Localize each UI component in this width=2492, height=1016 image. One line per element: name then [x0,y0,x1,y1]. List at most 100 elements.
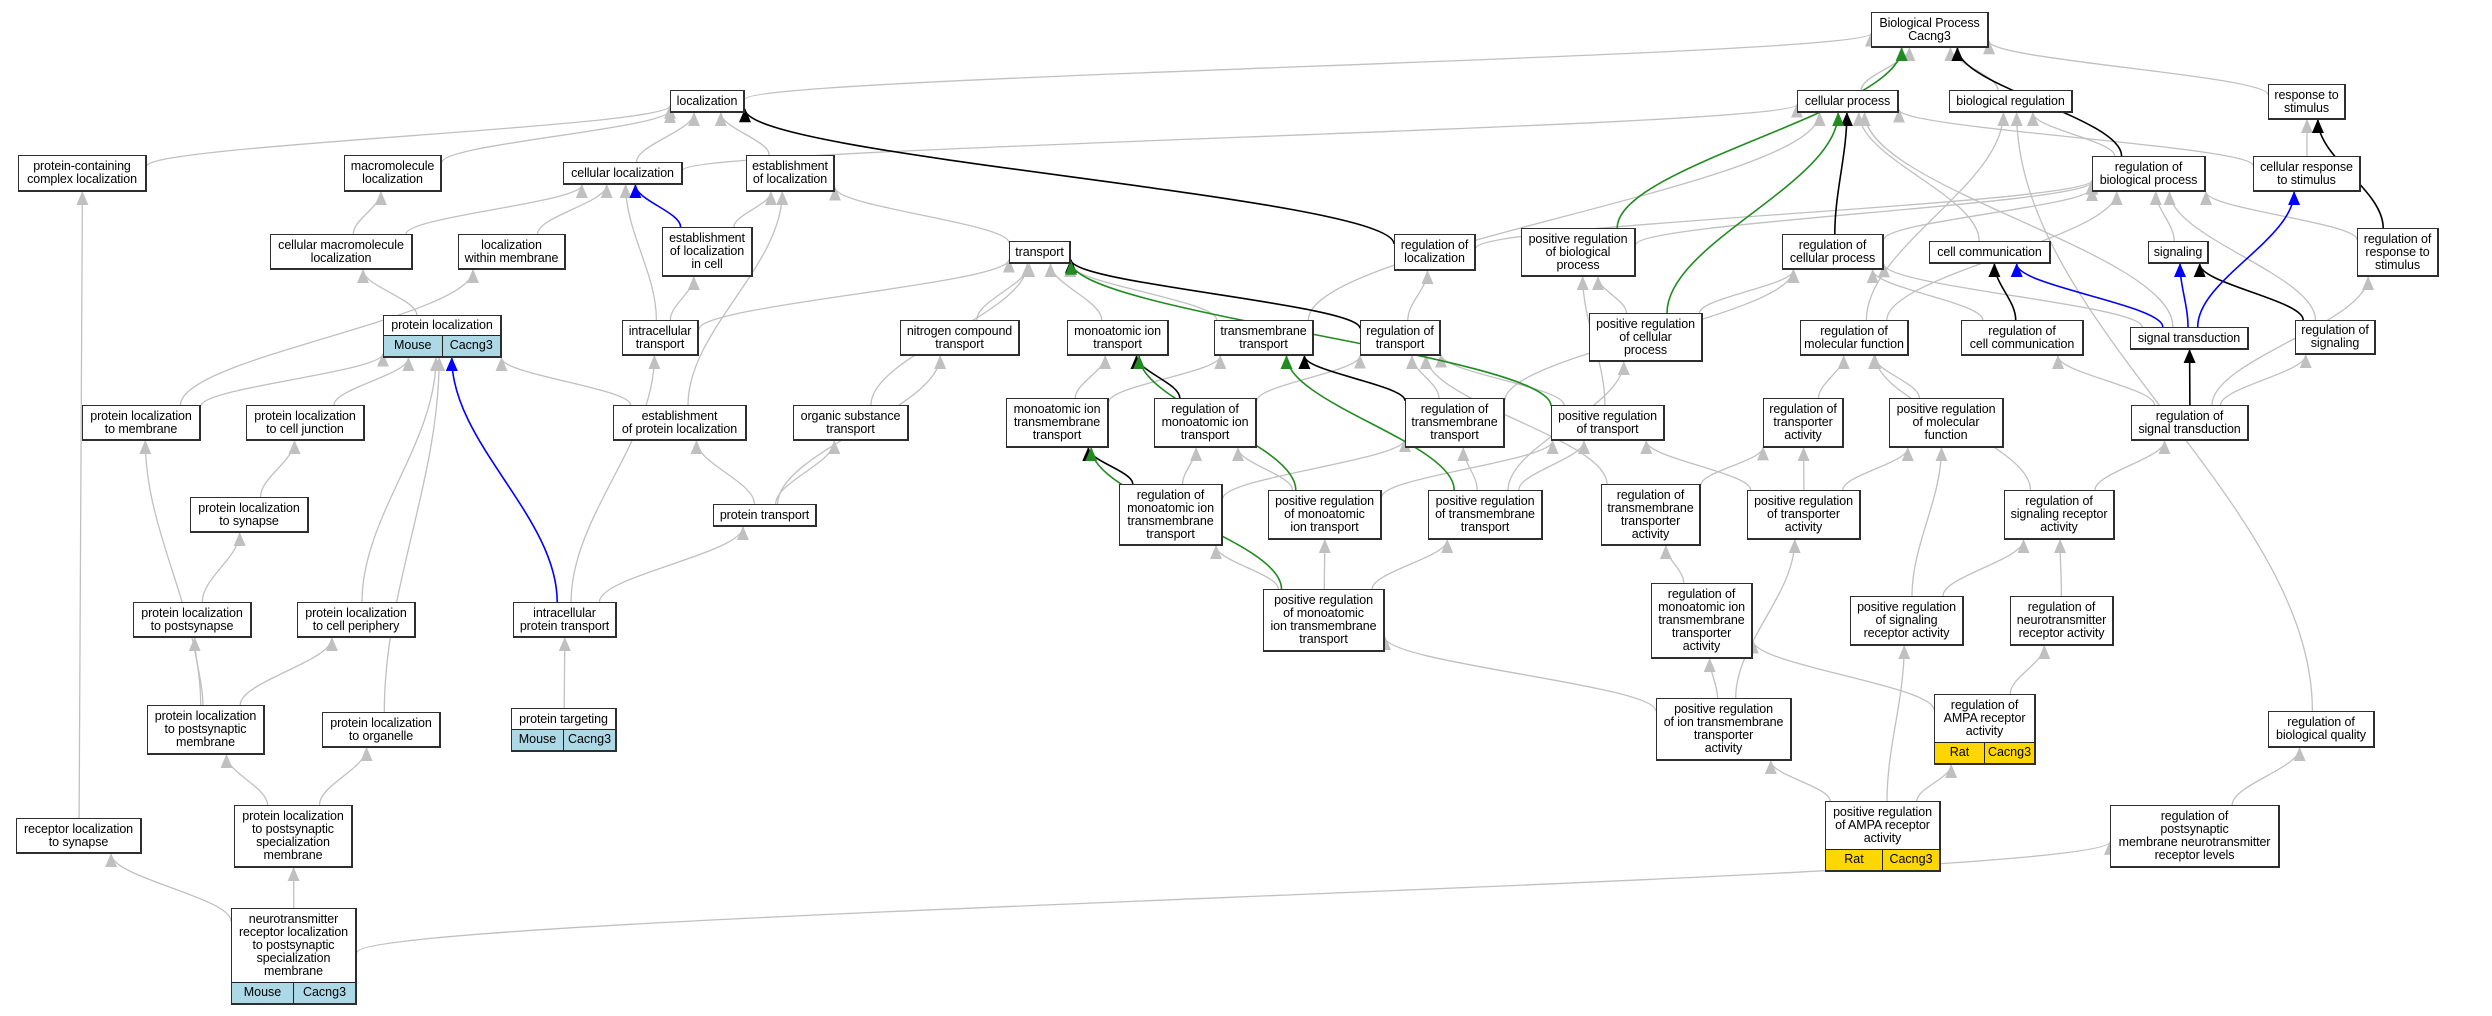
go-term-node[interactable]: regulation of signaling receptor activit… [2004,490,2115,540]
go-term-node[interactable]: positive regulation of ion transmembrane… [1656,698,1792,761]
go-term-node[interactable]: cell communication [1929,241,2051,264]
go-term-node[interactable]: signaling [2148,241,2209,264]
go-term-node[interactable]: regulation of cellular process [1782,234,1884,270]
go-term-node[interactable]: protein localization to cell periphery [297,602,416,638]
go-term-node[interactable]: nitrogen compound transport [900,320,1020,356]
go-term-label: positive regulation of cellular process [1596,316,1695,357]
go-term-node[interactable]: regulation of biological process [2092,156,2206,192]
edge-regulates [1065,258,1361,329]
go-term-label: regulation of molecular function [1804,323,1904,351]
go-term-node[interactable]: positive regulation of transport [1551,405,1665,441]
go-term-node[interactable]: protein localization to synapse [190,497,309,533]
edge-is-a [687,191,789,406]
edge-is-a [1886,645,1911,802]
go-term-node[interactable]: positive regulation of monoatomic ion tr… [1263,589,1385,652]
go-term-label: nitrogen compound transport [906,323,1013,351]
go-term-node[interactable]: protein localization to postsynaptic mem… [147,705,265,755]
go-term-node[interactable]: protein localization to cell junction [246,405,365,441]
edge-is-a [179,269,479,406]
go-term-node[interactable]: regulation of transport [1360,320,1441,356]
go-term-node[interactable]: transport [1009,241,1071,264]
go-term-node[interactable]: protein localization to organelle [322,712,441,748]
go-term-label: transport [1015,244,1064,259]
go-term-node[interactable]: cellular response to stimulus [2253,156,2361,192]
go-term-node[interactable]: localization [670,90,745,113]
go-term-node[interactable]: regulation of neurotransmitter receptor … [2010,596,2114,646]
go-term-node[interactable]: cellular localization [563,162,683,185]
species-tag: Mouse [384,336,442,356]
go-term-node[interactable]: intracellular protein transport [513,602,617,638]
go-term-label: regulation of localization [1400,238,1469,265]
go-term-node[interactable]: regulation of transmembrane transporter … [1601,484,1701,546]
edge-is-a [1878,263,2143,328]
go-term-node[interactable]: intracellular transport [622,320,699,356]
edge-is-a [2052,355,2156,406]
go-term-node[interactable]: regulation of localization [1394,234,1476,271]
go-term-node[interactable]: positive regulation of cellular process [1589,313,1703,362]
edge-is-a [441,109,676,163]
go-term-node[interactable]: signal transduction [2130,327,2249,350]
go-term-node[interactable]: regulation of postsynaptic membrane neur… [2110,805,2280,868]
go-term-label: regulation of transmembrane transporter … [1607,487,1694,541]
edge-regulates [1298,355,1406,402]
go-term-node[interactable]: localization within membrane [458,234,566,270]
go-term-node[interactable]: regulation of cell communication [1961,320,2084,356]
go-term-node[interactable]: protein localization to postsynaptic spe… [234,805,353,868]
go-term-node[interactable]: positive regulation of transporter activ… [1747,490,1861,540]
go-term-node[interactable]: macromolecule localization [344,155,442,192]
edge-is-a [1983,40,2269,96]
go-term-node[interactable]: positive regulation of signaling recepto… [1850,596,1964,646]
go-term-node[interactable]: regulation of monoatomic ion transmembra… [1119,484,1223,546]
go-term-node[interactable]: regulation of transporter activity [1763,398,1844,448]
edge-regulates [1834,112,1853,235]
go-term-node[interactable]: protein localization to postsynapse [133,602,252,638]
go-term-label: monoatomic ion transmembrane transport [1013,402,1101,442]
go-term-node[interactable]: positive regulation of transmembrane tra… [1428,490,1543,540]
go-term-node[interactable]: regulation of monoatomic ion transmembra… [1651,583,1753,659]
go-term-node[interactable]: establishment of localization in cell [662,227,753,277]
edge-positively-regulates [1666,112,1845,314]
go-term-node[interactable]: transmembrane transport [1214,320,1314,356]
root-term-node[interactable]: Biological Process Cacng3 [1871,12,1989,48]
go-term-node[interactable]: regulation of signal transduction [2131,405,2249,441]
go-term-node[interactable]: regulation of transmembrane transport [1405,398,1505,448]
go-term-node[interactable]: regulation of molecular function [1800,320,1909,356]
go-term-node[interactable]: cellular process [1797,90,1899,113]
go-term-node[interactable]: regulation of signaling [2295,320,2376,355]
go-term-node[interactable]: positive regulation of AMPA receptor act… [1825,801,1941,872]
go-term-node[interactable]: monoatomic ion transmembrane transport [1006,398,1109,448]
go-term-node[interactable]: cellular macromolecule localization [270,234,413,270]
go-term-label: positive regulation of monoatomic ion tr… [1275,494,1374,534]
go-term-node[interactable]: receptor localization to synapse [16,818,142,854]
go-term-label: organic substance transport [800,408,901,436]
go-term-node[interactable]: regulation of biological quality [2268,711,2375,748]
edge-is-a [1842,447,1914,491]
edge-is-a [2211,276,2375,406]
edge-is-a [1307,112,1826,321]
edge-is-a [1700,446,1769,486]
go-term-node[interactable]: regulation of response to stimulus [2357,228,2439,277]
go-term-node[interactable]: establishment of localization [746,155,835,192]
go-term-node[interactable]: regulation of monoatomic ion transport [1154,398,1257,448]
go-term-label: regulation of signaling receptor activit… [2010,494,2108,534]
edge-is-a [1420,355,1608,485]
go-term-node[interactable]: organic substance transport [793,405,909,441]
go-term-node[interactable]: positive regulation of molecular functio… [1889,398,2004,448]
go-term-node[interactable]: protein localization to membrane [82,405,201,441]
go-term-node[interactable]: positive regulation of biological proces… [1521,228,1636,277]
go-term-node[interactable]: protein-containing complex localization [18,155,147,192]
edge-part-of [445,357,558,603]
go-term-node[interactable]: establishment of protein localization [613,405,747,441]
edge-is-a [1406,355,1440,399]
edge-regulates [2193,263,2304,321]
go-term-node[interactable]: monoatomic ion transport [1067,320,1169,356]
go-term-node[interactable]: protein transport [713,504,817,527]
go-term-node[interactable]: response to stimulus [2268,84,2346,120]
go-term-node[interactable]: biological regulation [1949,90,2073,113]
go-term-node[interactable]: neurotransmitter receptor localization t… [231,908,357,1005]
go-term-node[interactable]: positive regulation of monoatomic ion tr… [1268,490,1382,540]
